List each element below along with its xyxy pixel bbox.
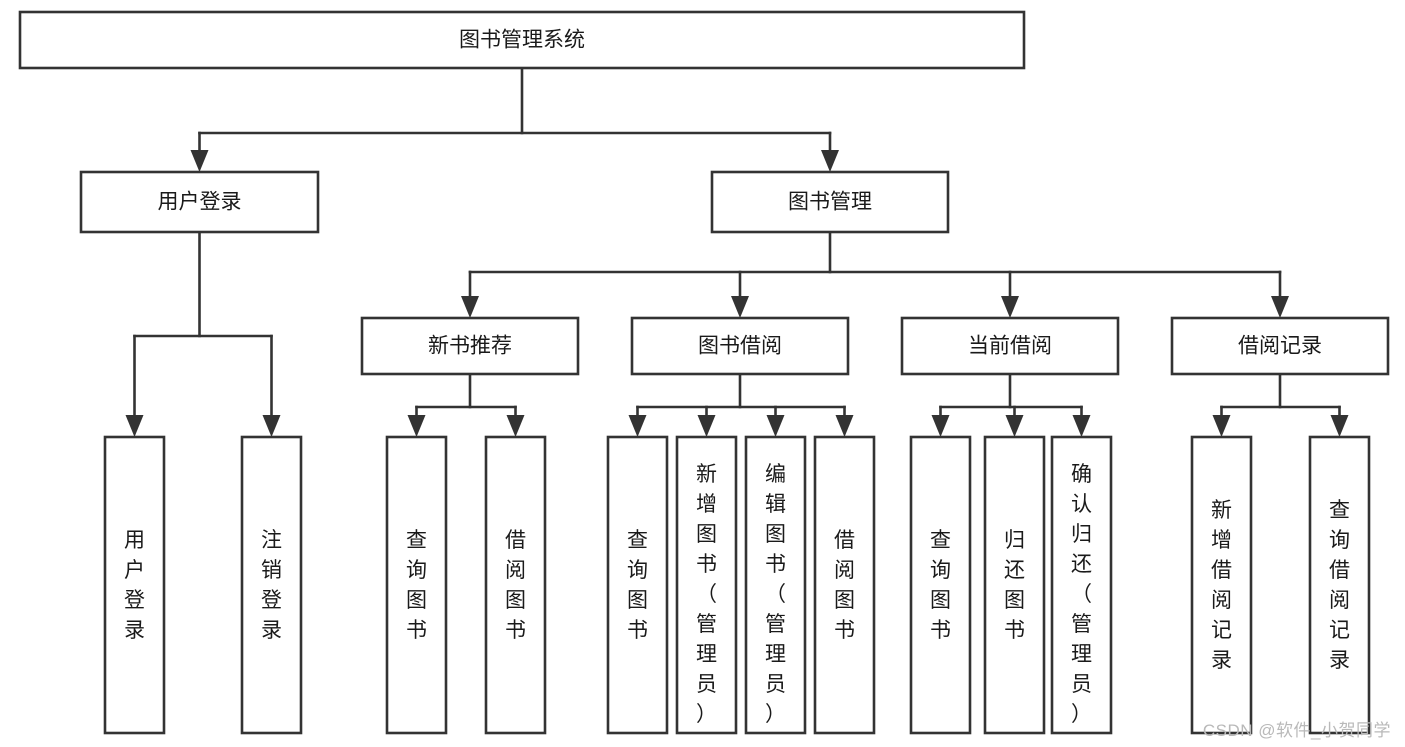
node-login[interactable]: 用户登录 <box>79 170 320 234</box>
connector-arrowhead <box>731 296 749 318</box>
node-box[interactable] <box>240 435 303 735</box>
node-leaf-user-logout[interactable]: 注销登录 <box>240 435 303 735</box>
node-box[interactable] <box>1190 435 1253 735</box>
node-label: 新增图书（管理员） <box>696 463 717 726</box>
node-label: 图书管理 <box>788 191 872 214</box>
connector-arrowhead <box>461 296 479 318</box>
edge-group-bookmgmt <box>461 230 1289 318</box>
node-box[interactable] <box>18 10 1026 70</box>
node-borrow[interactable]: 图书借阅 <box>630 316 850 376</box>
edge-group-newbook <box>407 372 525 437</box>
edge-group-root <box>190 66 839 172</box>
node-leaf-bo-query[interactable]: 查询图书 <box>606 435 669 735</box>
node-label: 编辑图书（管理员） <box>765 463 786 726</box>
node-label: 查询图书 <box>627 529 648 642</box>
node-leaf-re-query[interactable]: 查询借阅记录 <box>1308 435 1371 735</box>
node-box[interactable] <box>79 170 320 234</box>
connector-arrowhead <box>1271 296 1289 318</box>
edge-group-login <box>125 230 281 437</box>
node-box[interactable] <box>385 435 448 735</box>
node-label: 用户登录 <box>158 191 242 214</box>
node-box[interactable] <box>360 316 580 376</box>
node-current[interactable]: 当前借阅 <box>900 316 1120 376</box>
node-label: 确认归还（管理员） <box>1071 463 1092 726</box>
node-root[interactable]: 图书管理系统 <box>18 10 1026 70</box>
node-label: 借阅记录 <box>1238 335 1322 358</box>
node-box[interactable] <box>900 316 1120 376</box>
node-leaf-cu-return[interactable]: 归还图书 <box>983 435 1046 735</box>
connector-arrowhead <box>1330 415 1349 437</box>
node-box[interactable] <box>1308 435 1371 735</box>
node-leaf-cu-confirm[interactable]: 确认归还（管理员） <box>1050 435 1113 735</box>
node-box[interactable] <box>103 435 166 735</box>
node-bookmgmt[interactable]: 图书管理 <box>710 170 950 234</box>
node-label: 借阅图书 <box>834 529 855 642</box>
node-box[interactable] <box>606 435 669 735</box>
node-label: 当前借阅 <box>968 335 1052 358</box>
edge-group-borrow <box>628 372 854 437</box>
node-label: 归还图书 <box>1004 529 1025 642</box>
node-leaf-bo-borrow[interactable]: 借阅图书 <box>813 435 876 735</box>
node-box[interactable] <box>675 435 738 735</box>
node-box[interactable] <box>1170 316 1390 376</box>
node-box[interactable] <box>630 316 850 376</box>
node-leaf-nb-query[interactable]: 查询图书 <box>385 435 448 735</box>
node-label: 注销登录 <box>261 529 282 642</box>
connector-arrowhead <box>506 415 525 437</box>
edge-group-current <box>931 372 1091 437</box>
node-box[interactable] <box>983 435 1046 735</box>
node-newbook[interactable]: 新书推荐 <box>360 316 580 376</box>
connector-arrowhead <box>1072 415 1091 437</box>
node-label: 图书借阅 <box>698 335 782 358</box>
node-box[interactable] <box>710 170 950 234</box>
node-leaf-cu-query[interactable]: 查询图书 <box>909 435 972 735</box>
connector-arrowhead <box>835 415 854 437</box>
node-box[interactable] <box>1050 435 1113 735</box>
edges-layer <box>125 66 1349 437</box>
nodes-layer: 图书管理系统用户登录图书管理新书推荐图书借阅当前借阅借阅记录用户登录注销登录查询… <box>18 10 1390 735</box>
connector-arrowhead <box>125 415 144 437</box>
node-leaf-user-login[interactable]: 用户登录 <box>103 435 166 735</box>
connector-arrowhead <box>190 150 209 172</box>
node-label: 查询图书 <box>930 529 951 642</box>
node-records[interactable]: 借阅记录 <box>1170 316 1390 376</box>
node-leaf-re-add[interactable]: 新增借阅记录 <box>1190 435 1253 735</box>
connector-arrowhead <box>262 415 281 437</box>
node-label: 查询图书 <box>406 529 427 642</box>
edge-group-records <box>1212 372 1349 437</box>
node-box[interactable] <box>484 435 547 735</box>
connector-arrowhead <box>931 415 950 437</box>
connector-arrowhead <box>407 415 426 437</box>
connector-arrowhead <box>1005 415 1024 437</box>
node-leaf-bo-add[interactable]: 新增图书（管理员） <box>675 435 738 735</box>
node-box[interactable] <box>813 435 876 735</box>
node-box[interactable] <box>744 435 807 735</box>
node-label: 新书推荐 <box>428 335 512 358</box>
node-label: 新增借阅记录 <box>1211 499 1232 672</box>
node-leaf-bo-edit[interactable]: 编辑图书（管理员） <box>744 435 807 735</box>
node-leaf-nb-borrow[interactable]: 借阅图书 <box>484 435 547 735</box>
connector-arrowhead <box>766 415 785 437</box>
node-label: 用户登录 <box>124 529 145 642</box>
node-box[interactable] <box>909 435 972 735</box>
node-label: 查询借阅记录 <box>1329 499 1350 672</box>
connector-arrowhead <box>1001 296 1019 318</box>
node-label: 图书管理系统 <box>459 29 585 52</box>
node-label: 借阅图书 <box>505 529 526 642</box>
connector-arrowhead <box>1212 415 1231 437</box>
connector-arrowhead <box>628 415 647 437</box>
connector-arrowhead <box>821 150 839 172</box>
connector-arrowhead <box>697 415 716 437</box>
